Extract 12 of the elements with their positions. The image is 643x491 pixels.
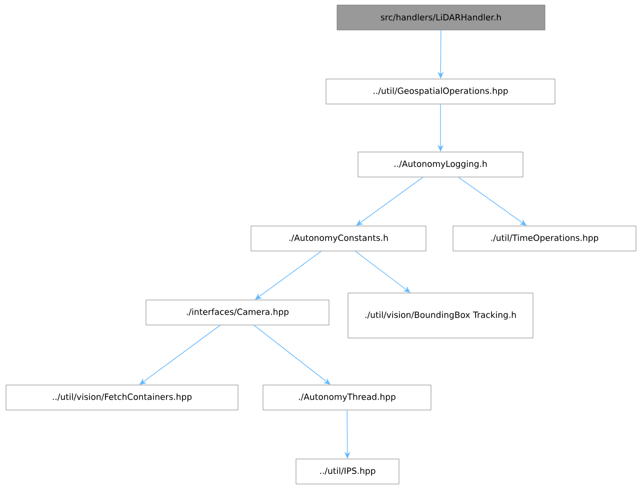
arrow bbox=[356, 176, 424, 226]
file-box: ./util/TimeOperations.hpp bbox=[452, 226, 636, 252]
file-box: ./util/vision/BoundingBox Tracking.h bbox=[348, 292, 534, 338]
file-box: ../util/vision/FetchContainers.hpp bbox=[6, 384, 238, 410]
file-box: src/handlers/LiDARHandler.h bbox=[336, 4, 546, 30]
file-box: ../util/GeospatialOperations.hpp bbox=[326, 78, 556, 104]
file-box: ./AutonomyConstants.h bbox=[250, 226, 426, 252]
file-box: ./AutonomyThread.hpp bbox=[262, 384, 432, 410]
file-box: ../AutonomyLogging.h bbox=[358, 152, 524, 178]
file-box: ../util/IPS.hpp bbox=[296, 458, 400, 484]
file-box: ./interfaces/Camera.hpp bbox=[146, 300, 330, 326]
arrow bbox=[354, 250, 410, 293]
